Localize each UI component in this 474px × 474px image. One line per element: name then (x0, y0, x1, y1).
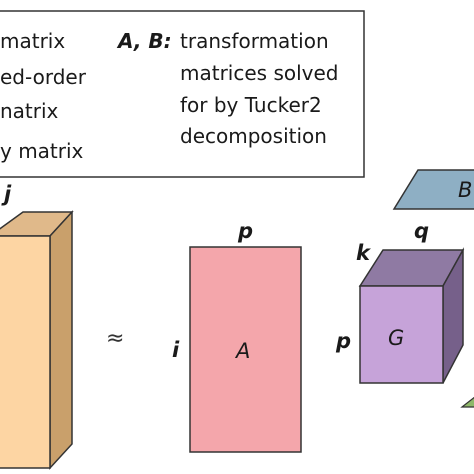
label-j: j (1, 182, 12, 206)
label-q: q (414, 219, 429, 243)
legend-left-line-2: ed-order (0, 65, 87, 89)
legend-box (0, 10, 365, 178)
small-green-shape (460, 396, 474, 408)
legend-key-ab: A, B: (116, 29, 172, 53)
label-a: A (234, 339, 250, 363)
legend-right-line-3: for by Tucker2 (180, 93, 322, 117)
legend-right-line-1: transformation (180, 29, 329, 53)
data-tensor (0, 210, 74, 470)
legend-left-line-4: y matrix (0, 139, 84, 163)
matrix-b (392, 169, 474, 210)
approx-symbol: ≈ (106, 326, 124, 351)
core-front-face (359, 285, 444, 384)
core-tensor-g (358, 247, 465, 384)
legend-right-line-4: decomposition (180, 124, 327, 148)
label-p-side: p (335, 329, 351, 353)
tensor-front-face (0, 235, 51, 469)
legend-left-line-1: matrix (0, 29, 65, 53)
label-p-top: p (237, 219, 253, 243)
label-g: G (388, 326, 404, 350)
label-i: i (172, 338, 180, 362)
label-k: k (356, 241, 372, 265)
legend-left-line-3: natrix (0, 99, 59, 123)
matrix-a (189, 246, 302, 453)
tensor-side-face (49, 210, 73, 470)
label-b: B (458, 178, 472, 202)
legend-right-line-2: matrices solved (180, 61, 339, 85)
